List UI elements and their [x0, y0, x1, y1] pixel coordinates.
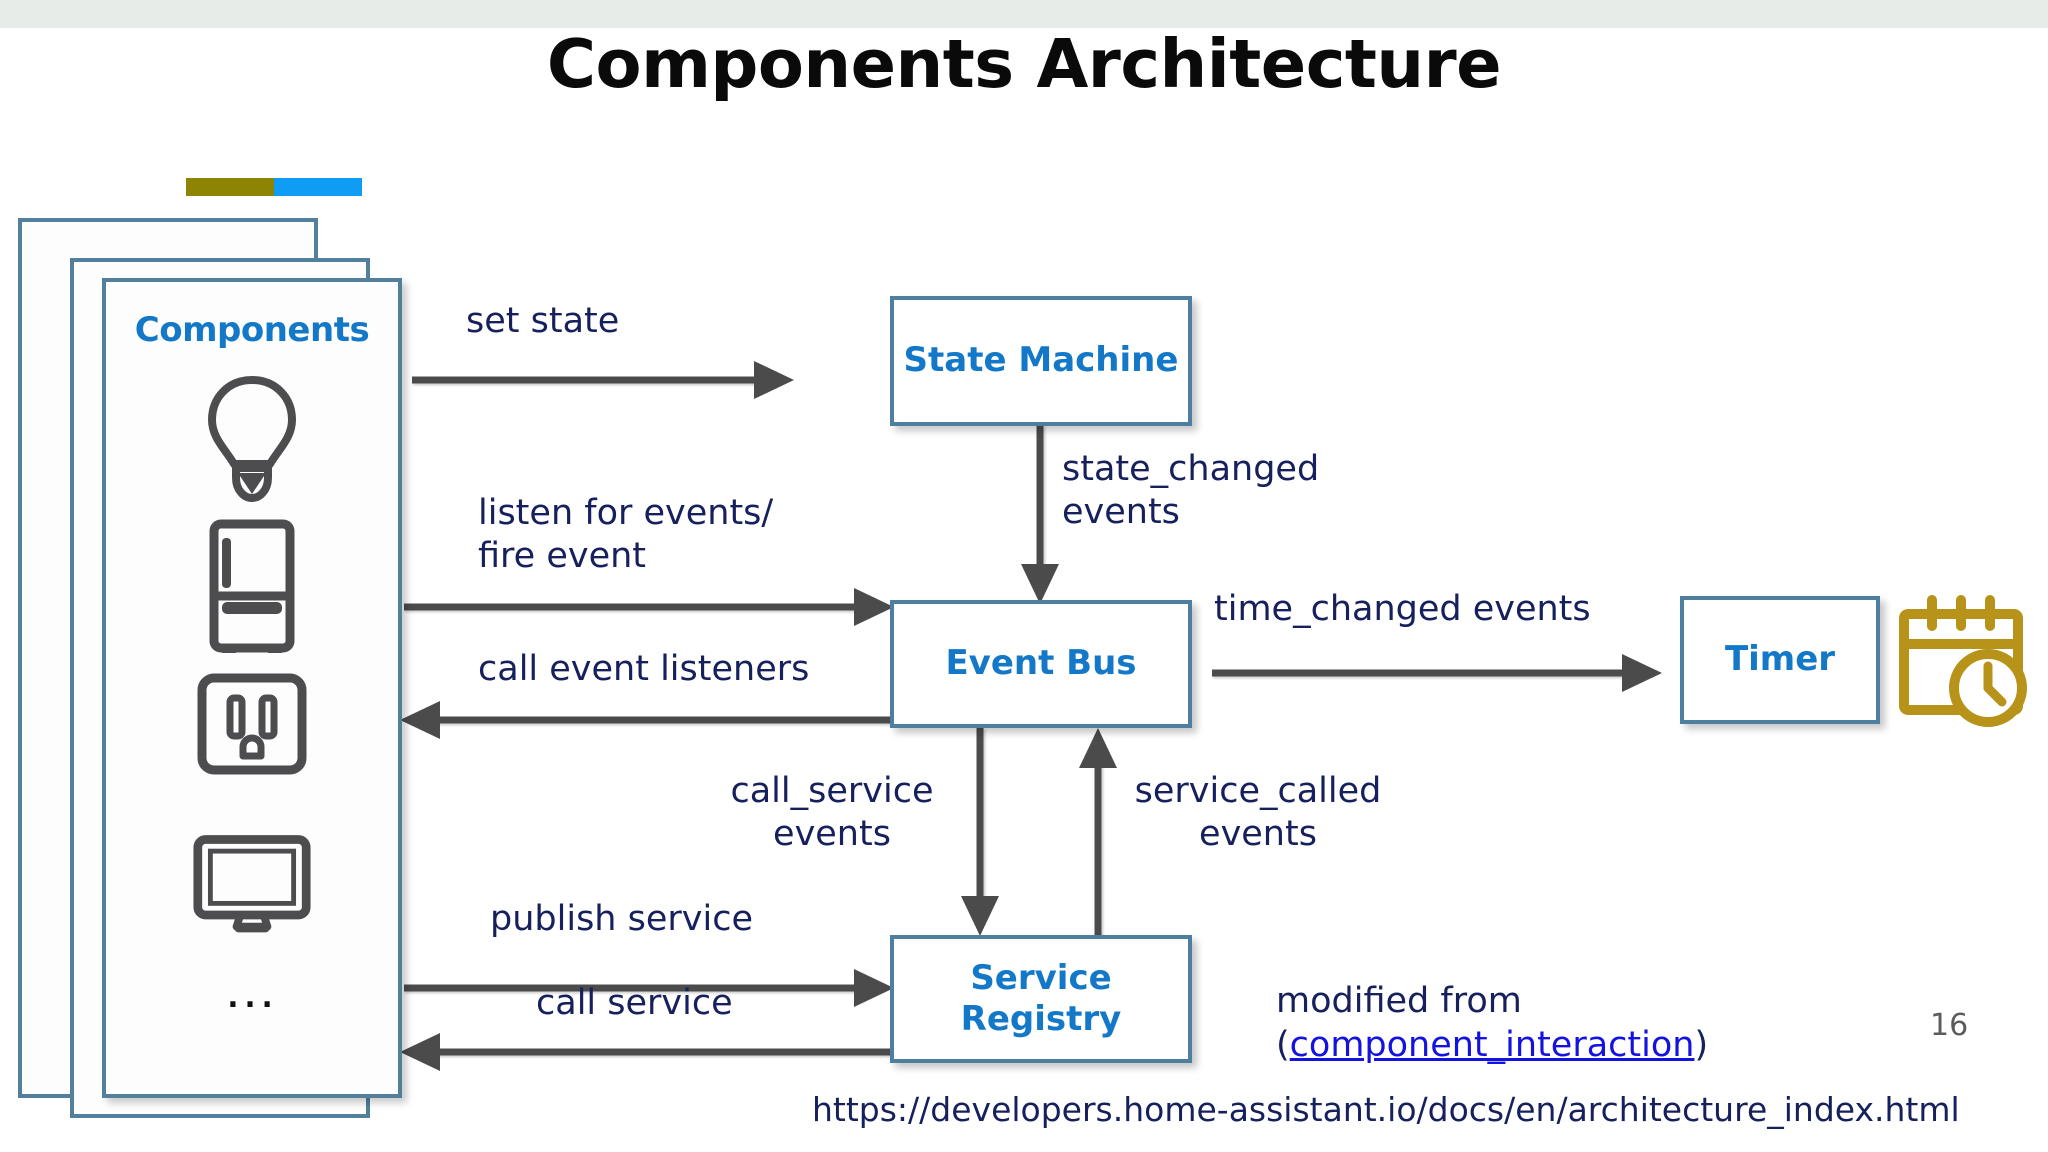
components-card[interactable]: Components — [102, 278, 402, 1098]
refrigerator-icon — [192, 516, 312, 666]
arrow-set-state — [412, 360, 794, 400]
credit-paren-close: ) — [1694, 1024, 1709, 1065]
arrow-label-set-state: set state — [466, 301, 620, 341]
arrow-label-service-called-events: service_called events — [1134, 771, 1382, 854]
accent-bar-gold-segment — [186, 178, 274, 196]
credit-prefix: modified from — [1276, 981, 1522, 1021]
arrow-label-time-changed: time_changed events — [1214, 589, 1591, 629]
box-timer[interactable]: Timer — [1680, 596, 1880, 724]
box-state-machine[interactable]: State Machine — [890, 296, 1192, 426]
arrow-label-publish-service: publish service — [490, 899, 753, 939]
arrow-publish-service — [404, 968, 894, 1008]
arrow-service-called-events — [1078, 728, 1118, 936]
arrow-label-call-service: call service — [536, 983, 733, 1023]
components-card-title: Components — [134, 310, 370, 350]
page-number: 16 — [1930, 1008, 1969, 1043]
box-event-bus[interactable]: Event Bus — [890, 600, 1192, 728]
arrow-label-call-event-listeners: call event listeners — [478, 649, 810, 689]
arrow-call-event-listeners — [400, 700, 892, 740]
accent-bar — [186, 178, 362, 196]
calendar-clock-icon — [1892, 592, 2032, 733]
accent-bar-blue-segment — [274, 178, 362, 196]
credit-note: modified from (component_interaction) — [1276, 980, 1796, 1068]
components-icon-stack: … — [106, 372, 398, 1019]
credit-paren-open: ( — [1276, 1024, 1290, 1065]
arrow-label-call-service-events: call_service events — [730, 771, 934, 854]
arrow-state-changed — [1020, 426, 1060, 604]
monitor-icon — [192, 832, 312, 972]
arrow-label-state-changed: state_changed events — [1062, 449, 1320, 532]
arrow-label-listen-fire-event: listen for events/ fire event — [478, 493, 774, 576]
arrow-listen-fire-event — [404, 587, 894, 627]
arrow-call-service-events — [960, 728, 1000, 936]
box-service-registry[interactable]: Service Registry — [890, 935, 1192, 1063]
components-more-ellipsis: … — [223, 959, 281, 1019]
power-outlet-icon — [192, 672, 312, 822]
component-interaction-link[interactable]: component_interaction — [1289, 1024, 1695, 1065]
arrow-call-service — [400, 1032, 892, 1072]
arrow-time-changed — [1212, 653, 1662, 693]
slide-top-band — [0, 0, 2048, 28]
lightbulb-icon — [192, 372, 312, 514]
page-title: Components Architecture — [546, 25, 1502, 103]
source-url: https://developers.home-assistant.io/doc… — [812, 1090, 1960, 1129]
